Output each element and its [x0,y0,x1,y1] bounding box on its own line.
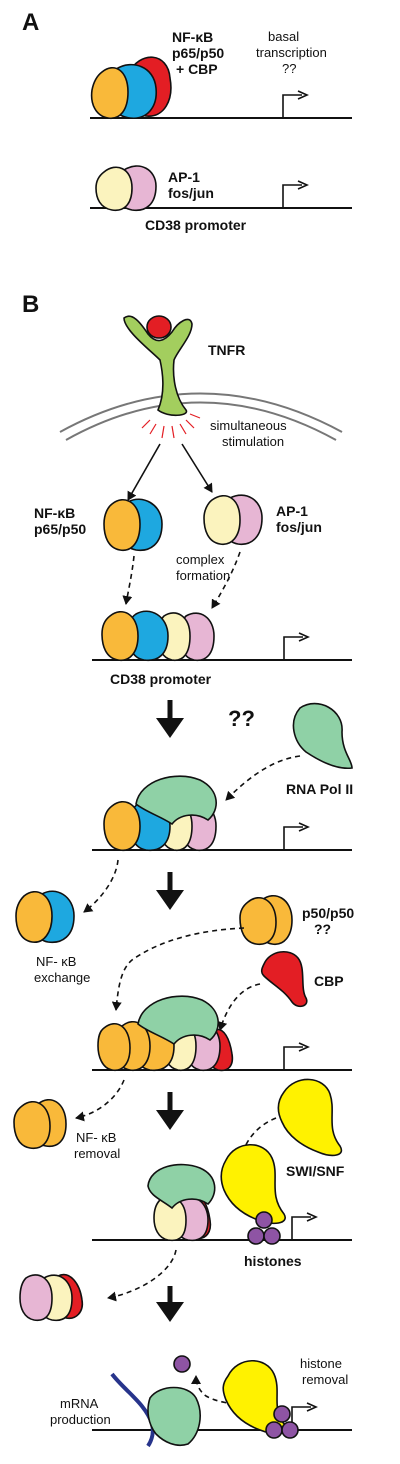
histone-right [281,1421,299,1439]
exchange-arrow-out [83,859,119,913]
basal-label: basal [268,29,299,44]
ap1-cbp-released [19,1273,84,1322]
promoter-label-b: CD38 promoter [110,671,212,687]
p65p50-label-b: p65/p50 [34,521,86,537]
cbp-plus-label: + CBP [176,61,218,77]
qq-label: ?? [228,706,255,731]
histone-top [255,1211,273,1229]
histone-released [173,1355,191,1373]
complex-label-2: formation [176,568,230,583]
tnfr-label: TNFR [208,342,245,358]
tnf-ligand [146,315,172,339]
cbp-arrow [217,983,261,1031]
step-arrow-2 [156,872,184,910]
transcription-complex [92,1360,352,1448]
tnfr-receptor [123,315,193,417]
nfkb-exchanged [15,890,75,944]
p50-homodimer [239,895,293,946]
exchange-label-1: NF- κB [36,954,76,969]
complex-with-swisnf [92,1144,352,1245]
transcription-start-arrow [282,184,302,208]
bound-complex [92,610,352,662]
nfkb-label-b: NF-κB [34,505,75,521]
removal-arrow [75,1079,125,1122]
complex-with-polii [92,775,352,852]
stimulation-rays [141,413,201,439]
nfkb-label: NF-κB [172,29,213,45]
fosjun-label-b: fos/jun [276,519,322,535]
p50p50-qq-label: ?? [314,921,331,937]
rna-pol-ii-active [147,1386,201,1447]
histone-left [265,1421,283,1439]
ap1-label: AP-1 [168,169,200,185]
exchange-label-2: exchange [34,970,90,985]
cbp-label: CBP [314,973,344,989]
panel-a-nfkb-row: NF-κB p65/p50 + CBP basal transcription … [90,29,352,119]
signal-arrow-ap1 [181,443,213,493]
polii-label: RNA Pol II [286,781,353,797]
histone-right [263,1227,281,1245]
histones-label: histones [244,1253,302,1269]
ap1-free [203,494,263,545]
ap1-label-b: AP-1 [276,503,308,519]
step-arrow-3 [156,1092,184,1130]
complex-arrow-ap1 [211,551,241,609]
transcription-label: transcription [256,45,327,60]
complex-arrow-nfkb [122,555,135,605]
step-arrow-4 [156,1286,184,1322]
complex-label-1: complex [176,552,225,567]
fosjun-label: fos/jun [168,185,214,201]
swisnf-label: SWI/SNF [286,1163,345,1179]
rna-pol-ii-free [292,702,353,770]
basal-qq-label: ?? [282,61,296,76]
mrna-label-1: mRNA [60,1396,99,1411]
cell-membrane-inner [65,401,337,441]
mrna-strand [110,1372,155,1448]
p50-protein [90,67,129,119]
histone-left [247,1227,265,1245]
panel-a-ap1-row: AP-1 fos/jun CD38 promoter [90,165,352,233]
stimulation-label-2: stimulation [222,434,284,449]
p65p50-label: p65/p50 [172,45,224,61]
removal-label-1: NF- κB [76,1130,116,1145]
fos-protein [95,166,133,212]
stimulation-label-1: simultaneous [210,418,287,433]
signal-arrow-nfkb [127,443,161,501]
histone-removal-label-2: removal [302,1372,348,1387]
p50p50-label: p50/p50 [302,905,354,921]
complex-with-cbp [92,995,352,1072]
swisnf-free [277,1078,343,1157]
nfkb-free [103,498,163,552]
promoter-label: CD38 promoter [145,217,247,233]
step-arrow-1 [156,700,184,738]
transcription-start-arrow [282,94,302,118]
release-arrow [107,1249,177,1302]
nfkb-removed [13,1099,67,1150]
panel-label-a: A [22,9,39,36]
mrna-label-2: production [50,1412,111,1427]
histone-removal-label-1: histone [300,1356,342,1371]
panel-label-b: B [22,291,39,318]
cell-membrane-outer [59,392,343,433]
removal-label-2: removal [74,1146,120,1161]
cbp-free [260,951,308,1008]
histone-top [273,1405,291,1423]
